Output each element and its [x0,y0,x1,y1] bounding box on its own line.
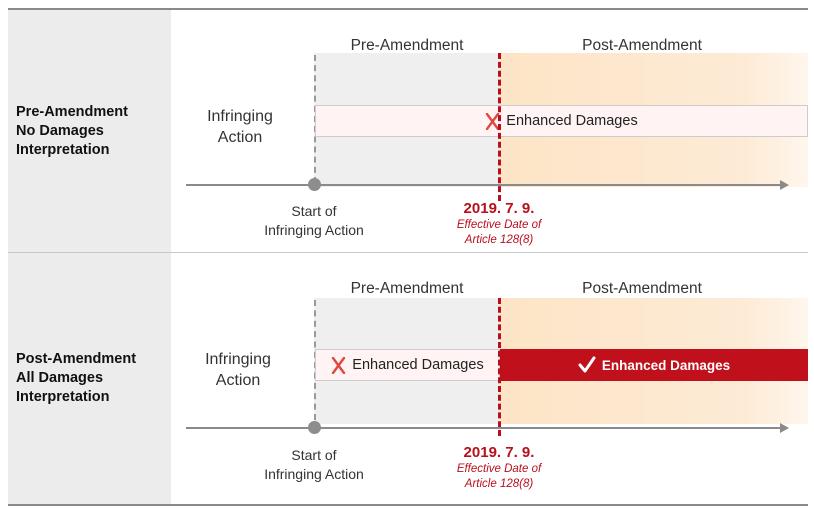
post-amendment-title: Post-Amendment [582,37,702,54]
start-of-action-label: Start of Infringing Action [264,447,364,482]
start-point-marker [308,421,321,434]
row-label: Post-Amendment All Damages Interpretatio… [16,351,137,405]
effective-date-line [498,53,501,201]
post-amendment-interpretation-panel: Post-Amendment All Damages Interpretatio… [8,252,808,506]
row-label: Pre-Amendment No Damages Interpretation [16,104,128,158]
timeline-axis [186,427,782,429]
start-of-action-label: Start of Infringing Action [264,203,364,238]
check-mark-icon [578,356,596,374]
pre-amendment-title: Pre-Amendment [350,280,464,297]
post-amendment-title: Post-Amendment [582,280,702,297]
enhanced-damages-bar: Enhanced Damages [315,105,808,137]
axis-arrow-icon [780,423,789,433]
timeline-axis [186,184,782,186]
pre-amendment-interpretation-panel: Pre-Amendment No Damages Interpretation … [8,8,808,252]
effective-date-line [498,298,501,436]
row-label-column: Pre-Amendment No Damages Interpretation [8,10,171,252]
enhanced-damages-label: Enhanced Damages [601,357,731,373]
pre-amendment-damages-bar: Enhanced Damages [315,349,500,381]
effective-date-label: 2019. 7. 9. Effective Date of Article 12… [456,444,542,490]
post-amendment-damages-bar: Enhanced Damages [500,349,808,381]
infringing-action-label: Infringing Action [205,351,271,389]
infringing-action-label: Infringing Action [207,108,273,146]
enhanced-damages-label: Enhanced Damages [352,357,484,373]
row-label-column: Post-Amendment All Damages Interpretatio… [8,253,171,504]
x-mark-icon [331,356,346,374]
pre-amendment-title: Pre-Amendment [350,37,464,54]
x-mark-icon [485,112,500,130]
start-point-marker [308,178,321,191]
effective-date-label: 2019. 7. 9. Effective Date of Article 12… [456,200,542,246]
axis-arrow-icon [780,180,789,190]
enhanced-damages-label: Enhanced Damages [506,113,638,129]
